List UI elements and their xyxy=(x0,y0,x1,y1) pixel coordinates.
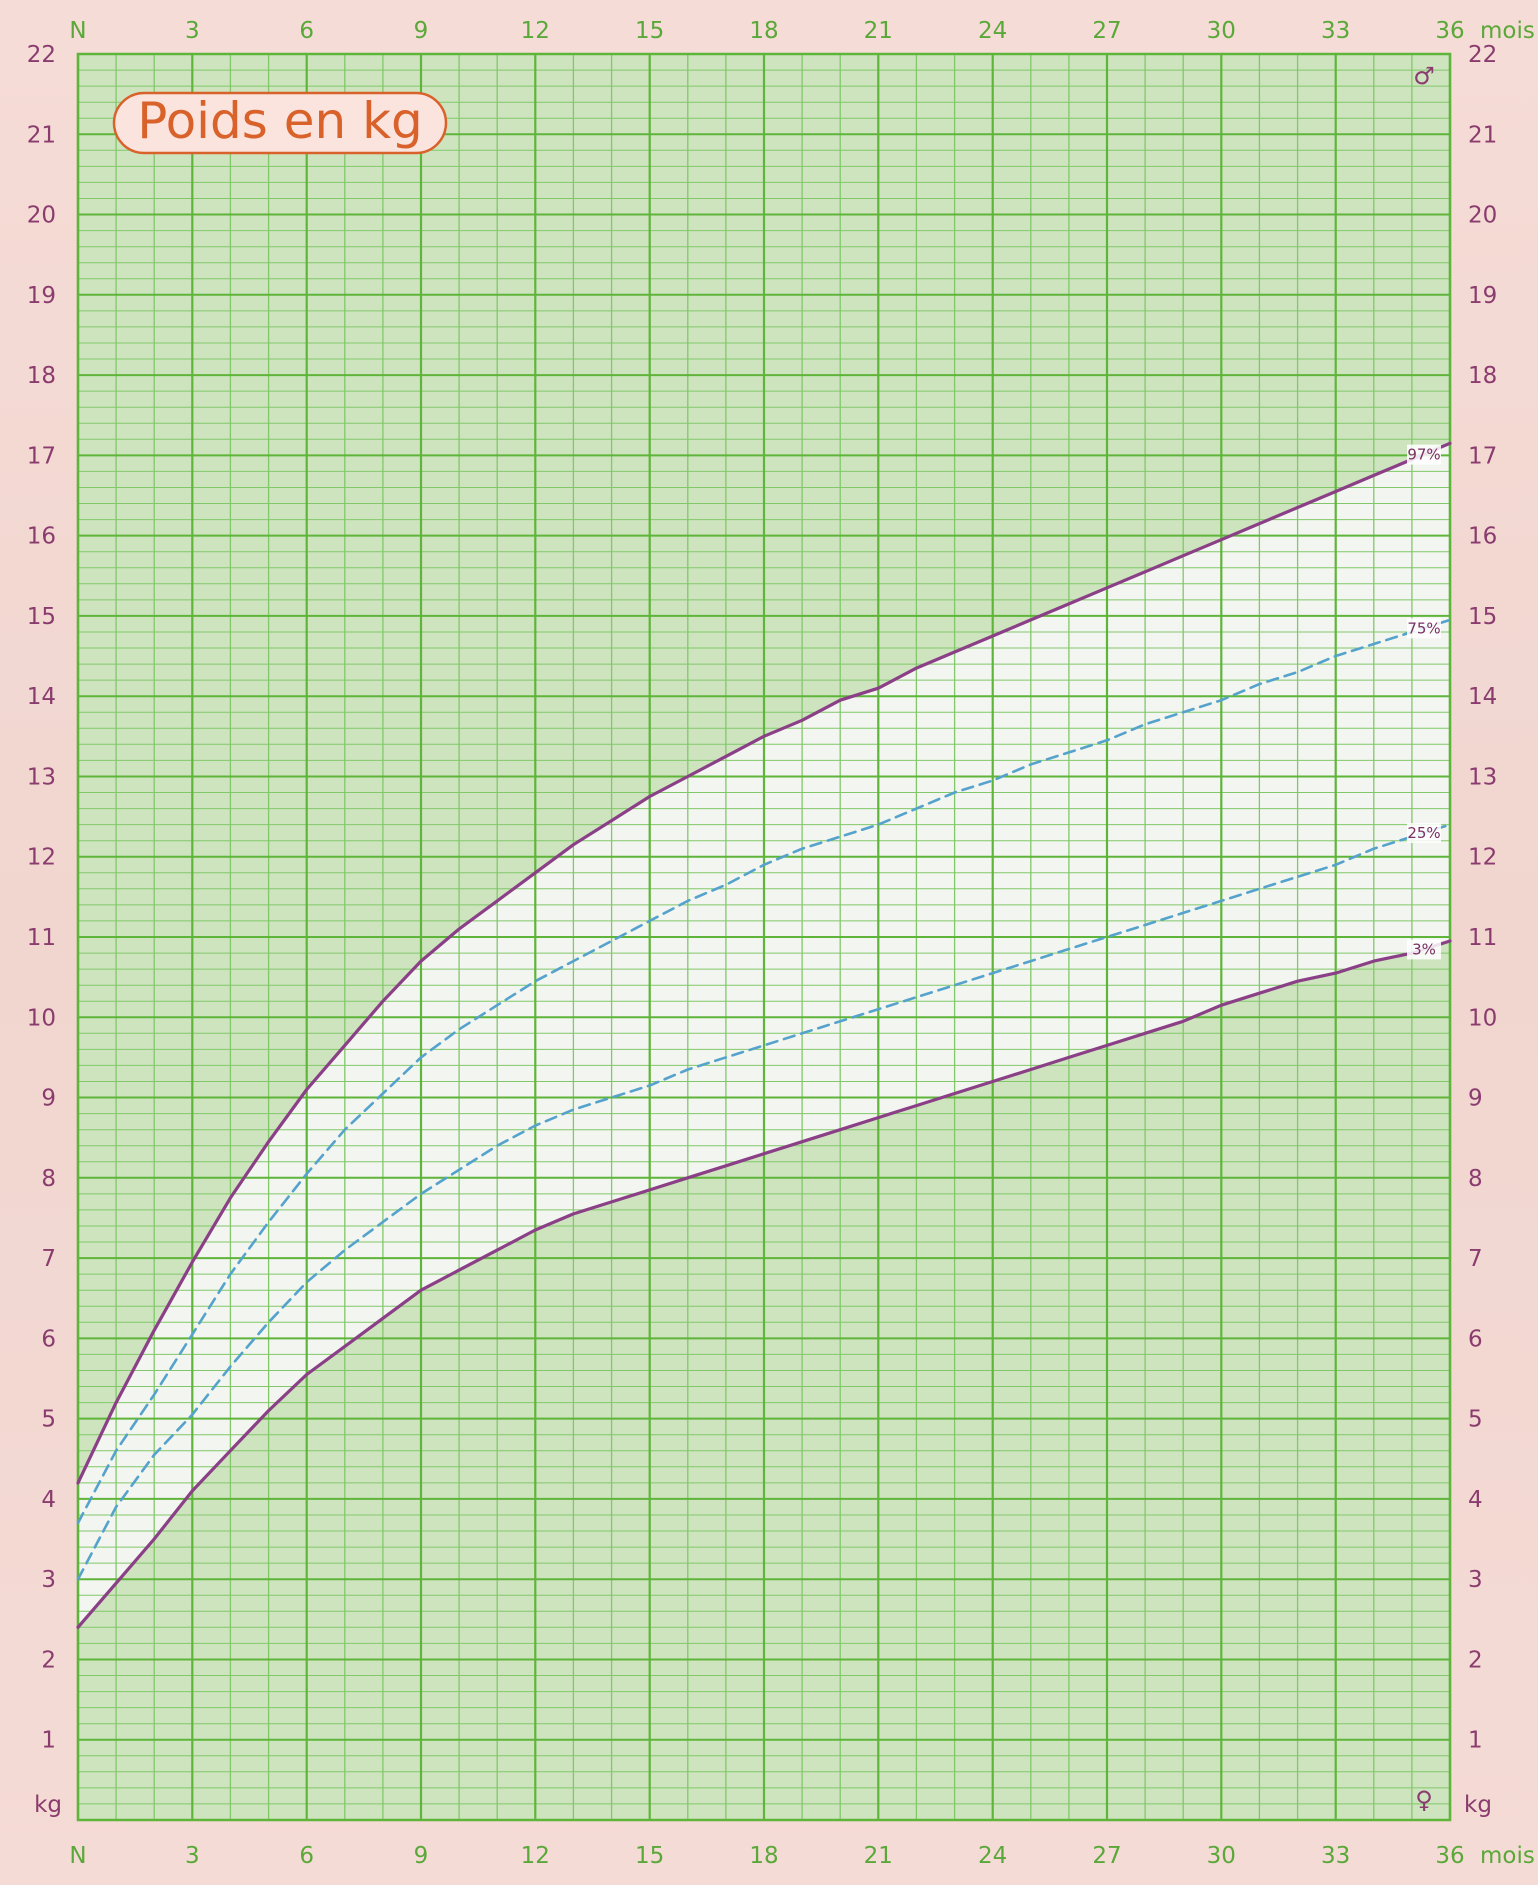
percentile-label-bg xyxy=(1407,939,1441,960)
x-tick-label-bottom: 24 xyxy=(978,1843,1007,1869)
y-tick-label-right: 21 xyxy=(1468,122,1497,148)
y-unit-left: kg xyxy=(34,1792,62,1818)
percentile-label-bg xyxy=(1407,444,1441,465)
series-line-3pct xyxy=(76,939,1452,1629)
y-tick-label-left: 6 xyxy=(41,1326,56,1352)
series-line-97pct xyxy=(76,441,1452,1485)
x-tick-label-top: 6 xyxy=(299,18,314,44)
x-tick-label-bottom: 3 xyxy=(185,1843,200,1869)
y-tick-label-left: 21 xyxy=(27,122,56,148)
y-tick-label-right: 11 xyxy=(1468,925,1497,951)
y-tick-label-left: 18 xyxy=(27,363,56,389)
x-tick-label-top: 24 xyxy=(978,18,1007,44)
x-tick-labels: NN33669912121515181821212424272730303333… xyxy=(69,18,1464,1869)
percentile-label-97pct: 97% xyxy=(1407,446,1440,464)
x-tick-label-top: 27 xyxy=(1092,18,1121,44)
y-unit-right: kg xyxy=(1464,1792,1492,1818)
y-tick-label-left: 15 xyxy=(27,604,56,630)
title-pill xyxy=(112,91,448,155)
x-tick-label-top: 18 xyxy=(749,18,778,44)
x-tick-label-top: 12 xyxy=(521,18,550,44)
y-tick-label-right: 7 xyxy=(1468,1246,1483,1272)
x-tick-label-top: N xyxy=(69,18,86,44)
x-tick-label-top: 21 xyxy=(864,18,893,44)
y-tick-label-left: 4 xyxy=(41,1487,56,1513)
series-line-25pct xyxy=(76,823,1452,1581)
y-tick-label-right: 5 xyxy=(1468,1407,1483,1433)
y-tick-label-right: 1 xyxy=(1468,1728,1483,1754)
x-tick-label-top: 33 xyxy=(1321,18,1350,44)
y-tick-label-right: 17 xyxy=(1468,443,1497,469)
x-tick-label-bottom: 6 xyxy=(299,1843,314,1869)
male-symbol-icon: ♂ xyxy=(1413,62,1435,90)
x-tick-label-bottom: 15 xyxy=(635,1843,664,1869)
x-tick-label-top: 30 xyxy=(1207,18,1236,44)
x-tick-label-bottom: 9 xyxy=(414,1843,429,1869)
chart-title-text: Poids en kg xyxy=(137,92,423,150)
y-tick-label-right: 9 xyxy=(1468,1086,1483,1112)
percentile-label-75pct: 75% xyxy=(1407,619,1440,637)
x-tick-label-top: 36 xyxy=(1435,18,1464,44)
y-tick-label-left: 1 xyxy=(41,1728,56,1754)
y-tick-label-right: 16 xyxy=(1468,524,1497,550)
y-tick-label-left: 8 xyxy=(41,1166,56,1192)
y-tick-label-left: 14 xyxy=(27,684,56,710)
y-tick-label-left: 10 xyxy=(27,1005,56,1031)
y-tick-label-left: 2 xyxy=(41,1648,56,1674)
y-tick-label-left: 5 xyxy=(41,1407,56,1433)
y-tick-label-right: 13 xyxy=(1468,765,1497,791)
y-tick-label-left: 3 xyxy=(41,1567,56,1593)
y-tick-label-right: 2 xyxy=(1468,1648,1483,1674)
chart-title: Poids en kg xyxy=(112,91,448,155)
y-tick-label-right: 22 xyxy=(1468,42,1497,68)
y-tick-label-left: 22 xyxy=(27,42,56,68)
x-tick-label-top: 9 xyxy=(414,18,429,44)
y-tick-label-left: 13 xyxy=(27,765,56,791)
x-tick-label-top: 15 xyxy=(635,18,664,44)
x-unit-top: mois xyxy=(1480,18,1535,44)
percentile-label-25pct: 25% xyxy=(1407,824,1440,842)
x-tick-label-bottom: 33 xyxy=(1321,1843,1350,1869)
series-line-75pct xyxy=(76,618,1452,1525)
x-tick-label-bottom: 27 xyxy=(1092,1843,1121,1869)
x-tick-label-bottom: 36 xyxy=(1435,1843,1464,1869)
y-tick-label-right: 6 xyxy=(1468,1326,1483,1352)
x-tick-label-bottom: 18 xyxy=(749,1843,778,1869)
y-tick-label-left: 11 xyxy=(27,925,56,951)
x-unit-bottom: mois xyxy=(1480,1843,1535,1869)
y-tick-label-left: 20 xyxy=(27,203,56,229)
x-tick-label-bottom: 21 xyxy=(864,1843,893,1869)
percentile-label-3pct: 3% xyxy=(1412,940,1436,958)
x-tick-label-top: 3 xyxy=(185,18,200,44)
y-tick-label-left: 17 xyxy=(27,443,56,469)
x-tick-label-bottom: N xyxy=(69,1843,86,1869)
y-tick-label-right: 19 xyxy=(1468,283,1497,309)
y-tick-label-right: 4 xyxy=(1468,1487,1483,1513)
y-tick-label-right: 20 xyxy=(1468,203,1497,229)
x-tick-label-bottom: 12 xyxy=(521,1843,550,1869)
y-tick-label-left: 16 xyxy=(27,524,56,550)
y-tick-label-right: 18 xyxy=(1468,363,1497,389)
x-tick-label-bottom: 30 xyxy=(1207,1843,1236,1869)
y-tick-label-left: 19 xyxy=(27,283,56,309)
y-tick-label-right: 12 xyxy=(1468,845,1497,871)
y-tick-label-left: 12 xyxy=(27,845,56,871)
percentile-label-bg xyxy=(1407,823,1441,843)
female-symbol-icon: ♀ xyxy=(1415,1786,1433,1814)
y-tick-label-right: 8 xyxy=(1468,1166,1483,1192)
y-tick-label-right: 15 xyxy=(1468,604,1497,630)
y-tick-label-right: 10 xyxy=(1468,1005,1497,1031)
y-tick-label-left: 7 xyxy=(41,1246,56,1272)
y-tick-label-left: 9 xyxy=(41,1086,56,1112)
percentile-label-bg xyxy=(1407,618,1441,639)
y-tick-label-right: 3 xyxy=(1468,1567,1483,1593)
y-tick-label-right: 14 xyxy=(1468,684,1497,710)
plot-border xyxy=(76,52,1452,1822)
